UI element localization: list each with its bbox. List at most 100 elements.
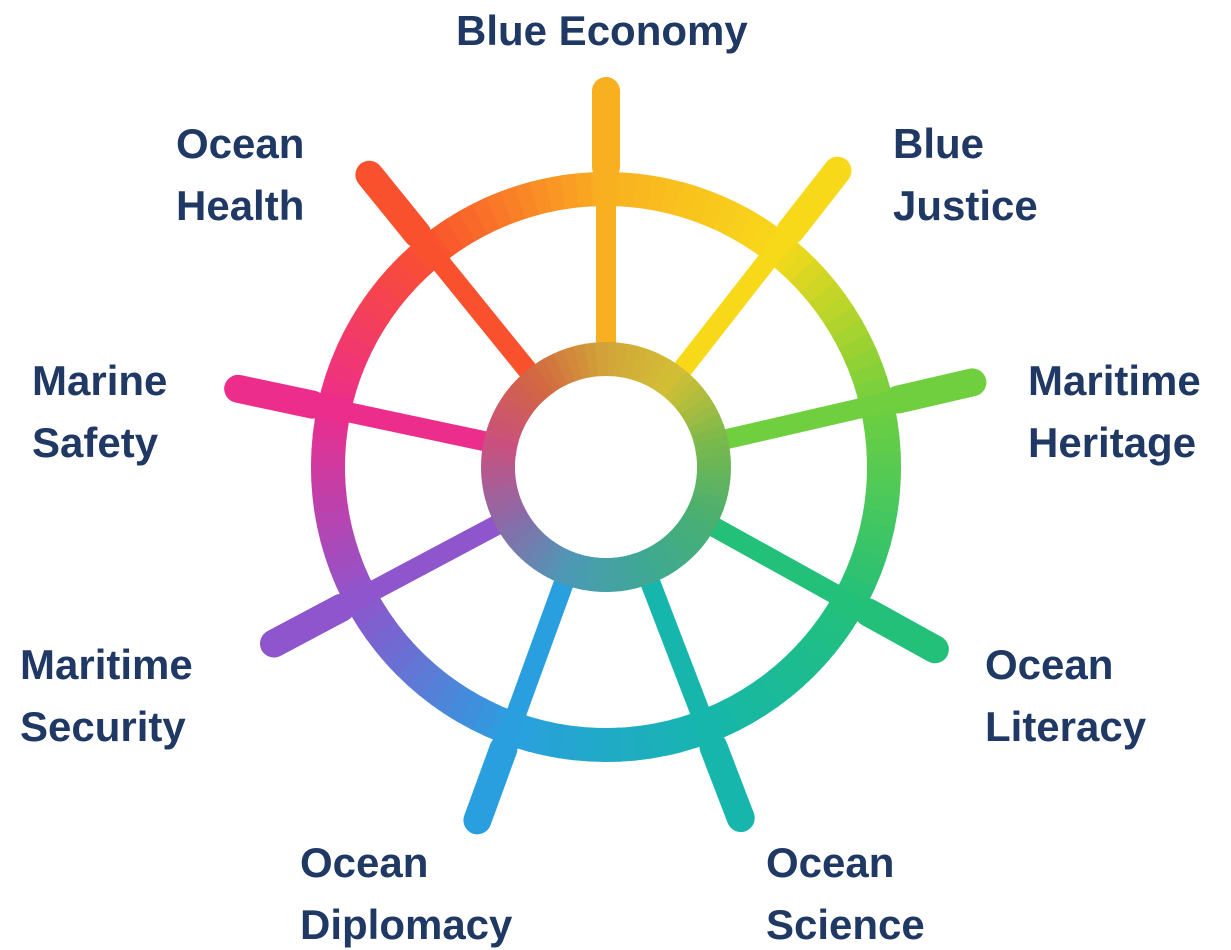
hub-segment <box>480 454 516 468</box>
spoke-handle <box>355 160 432 248</box>
hub-segment <box>651 358 680 394</box>
hub-segment <box>502 517 537 548</box>
label-marine-safety: Marine Safety <box>32 350 167 474</box>
hub-segment <box>620 554 639 591</box>
hub-segment <box>482 432 519 452</box>
hub-segment <box>690 490 727 512</box>
hub-segment <box>573 343 592 380</box>
hub-segment <box>621 343 641 380</box>
hub-segment <box>516 530 548 563</box>
hub-segment <box>488 412 525 437</box>
hub-segment <box>497 393 533 422</box>
spoke-maritime-security <box>260 502 532 658</box>
hub-segment <box>695 474 731 491</box>
hub-segment <box>492 403 528 429</box>
hub-segment <box>629 346 651 383</box>
hub-segment <box>484 489 521 510</box>
hub-segment <box>679 512 715 541</box>
hub-segment <box>696 466 732 480</box>
hub-segment <box>688 414 725 438</box>
hub-segment <box>644 353 670 389</box>
hub-segment <box>491 504 528 530</box>
hub-segment <box>534 357 562 393</box>
spoke-handle <box>699 733 755 833</box>
spoke-handle <box>884 368 987 414</box>
hub-segment <box>691 424 728 445</box>
label-line: Literacy <box>985 703 1147 750</box>
label-ocean-literacy: Ocean Literacy <box>985 634 1146 758</box>
label-line: Blue Economy <box>456 7 748 54</box>
hub-segment <box>543 352 569 389</box>
label-line: Science <box>766 901 925 948</box>
spoke-handle <box>260 593 356 658</box>
label-line: Diplomacy <box>300 901 513 948</box>
hub-segment <box>551 548 576 585</box>
spoke-handle <box>776 156 852 245</box>
hub-segment <box>613 342 630 378</box>
hub-segment <box>643 545 669 582</box>
label-maritime-security: Maritime Security <box>20 634 193 758</box>
label-blue-justice: Blue Justice <box>893 113 1038 237</box>
hub-segment <box>582 556 599 592</box>
spoke-handle <box>854 598 949 664</box>
hub-segment <box>693 434 730 453</box>
hub-segment <box>510 377 543 409</box>
spoke-ocean-literacy <box>679 503 949 664</box>
spoke-ocean-diplomacy <box>463 547 584 835</box>
hub-segment <box>553 348 577 385</box>
hub-segment <box>650 541 678 577</box>
hub-center <box>515 376 697 558</box>
label-line: Justice <box>893 182 1038 229</box>
spoke-maritime-heritage <box>689 368 987 456</box>
label-line: Ocean <box>176 120 305 167</box>
hub-segment <box>695 445 731 461</box>
label-line: Health <box>176 182 305 229</box>
label-line: Ocean <box>300 839 429 886</box>
label-ocean-science: Ocean Science <box>766 832 925 950</box>
hub-segment <box>481 473 517 489</box>
hub-segment <box>487 496 524 520</box>
hub-segment <box>693 482 730 502</box>
label-line: Safety <box>32 419 159 466</box>
label-line: Heritage <box>1028 419 1197 466</box>
label-line: Maritime <box>20 641 193 688</box>
hub-segment <box>524 535 554 570</box>
hub-segment <box>485 422 522 444</box>
wheel-spokes <box>224 77 987 835</box>
hub-segment <box>670 378 703 410</box>
label-ocean-diplomacy: Ocean Diplomacy <box>300 832 512 950</box>
hub-segment <box>669 525 702 557</box>
hub-segment <box>563 345 584 382</box>
hub-segment <box>612 556 628 592</box>
hub-segment <box>658 364 688 399</box>
hub-segment <box>496 511 532 539</box>
spoke-blue-justice <box>655 156 852 402</box>
hub-segment <box>503 385 538 415</box>
hub-segment <box>571 554 591 591</box>
hub-segment <box>593 557 607 593</box>
hub-segment <box>674 519 709 549</box>
hub-segment <box>664 371 696 404</box>
hub-segment <box>628 552 649 589</box>
label-line: Marine <box>32 357 168 404</box>
hub-segment <box>675 386 710 417</box>
wheel-hub <box>480 341 732 593</box>
hub-segment <box>482 481 519 500</box>
label-line: Blue <box>893 120 985 167</box>
spoke-ocean-health <box>355 160 556 403</box>
hub-segment <box>684 505 720 531</box>
spoke-handle <box>463 734 518 835</box>
hub-segment <box>584 342 600 378</box>
hub-segment <box>509 524 542 556</box>
spoke-handle <box>224 374 327 419</box>
spoke-ocean-science <box>630 546 755 833</box>
hub-segment <box>636 349 661 386</box>
hub-segment <box>525 363 556 398</box>
label-ocean-health: Ocean Health <box>176 113 304 237</box>
hub-segment <box>656 536 687 571</box>
label-blue-economy: Blue Economy <box>456 0 748 62</box>
label-line: Security <box>20 703 186 750</box>
label-line: Maritime <box>1028 357 1201 404</box>
hub-segment <box>561 551 583 588</box>
